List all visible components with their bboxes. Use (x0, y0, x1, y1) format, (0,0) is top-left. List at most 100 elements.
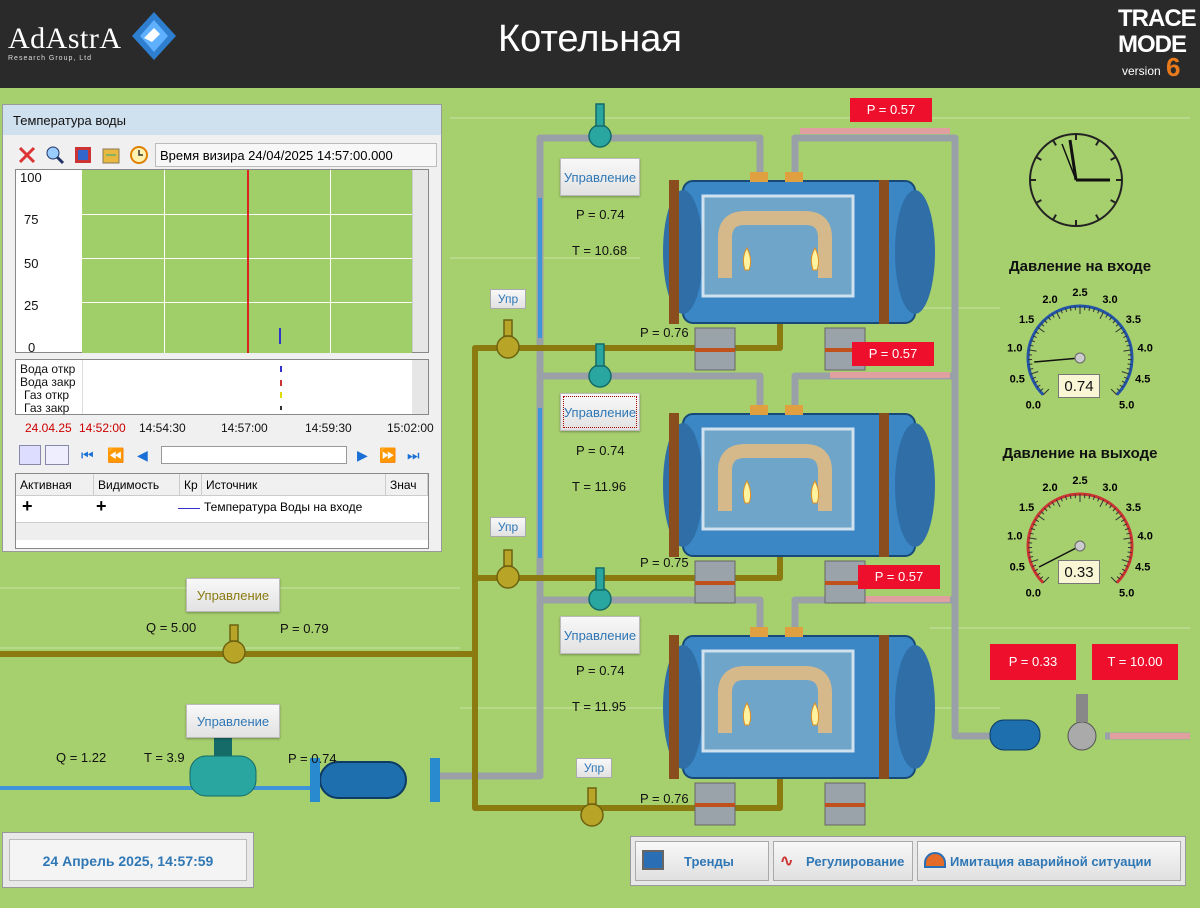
trend-plot-area[interactable] (82, 170, 412, 353)
gauge-label: 2.5 (1072, 475, 1087, 487)
source-cell: Температура Воды на входе (204, 500, 363, 514)
discrete-scrollbar[interactable] (412, 360, 428, 414)
column-header[interactable]: Активная (16, 474, 94, 496)
gauge-label: 4.0 (1138, 531, 1153, 543)
x-tick: 14:54:30 (139, 421, 186, 435)
boiler2-gas-pressure: P = 0.75 (640, 555, 689, 570)
gauge-needle (1038, 545, 1081, 568)
company-subtitle: Research Group, Ltd (8, 55, 92, 62)
reset-icon[interactable] (17, 145, 37, 165)
water-temperature: T = 3.9 (144, 750, 185, 765)
gauge-icon (924, 852, 946, 868)
fast-forward-icon[interactable]: ⏩ (379, 447, 397, 463)
trends-button[interactable]: Тренды (635, 841, 769, 881)
boiler3-alarm: P = 0.57 (858, 565, 940, 589)
column-header[interactable]: Знач (386, 474, 428, 496)
gauge-label: 5.0 (1119, 588, 1134, 600)
boiler-3 (663, 627, 935, 826)
gauge-label: 0.0 (1026, 400, 1041, 412)
boiler1-gas-pressure: P = 0.76 (640, 325, 689, 340)
gauge-label: 2.5 (1072, 287, 1087, 299)
y-tick: 25 (24, 298, 39, 313)
y-tick: 0 (28, 340, 36, 355)
datetime-display: 24 Апрель 2025, 14:57:59 (9, 839, 247, 881)
table-view-icon[interactable] (19, 445, 41, 465)
discrete-label: Газ закр (24, 401, 70, 415)
time-scrollbar[interactable] (161, 446, 347, 464)
active-cell[interactable]: + (22, 496, 33, 516)
boiler1-pressure: P = 0.74 (576, 207, 625, 222)
regulation-button[interactable]: ∿ Регулирование (773, 841, 913, 881)
boiler3-control-button[interactable]: Управление (560, 616, 640, 654)
gauge-label: 0.5 (1010, 561, 1025, 573)
discrete-label: Газ откр (24, 388, 70, 402)
outlet-gauge-title: Давление на выходе (1002, 445, 1158, 462)
boiler1-control-button[interactable]: Управление (560, 158, 640, 196)
y-tick: 100 (20, 170, 42, 185)
monitor-icon (642, 850, 664, 870)
properties-icon[interactable] (101, 145, 121, 165)
source-table[interactable]: Активная Видимость Кр Источник Знач + + … (15, 473, 429, 549)
gauge-label: 2.0 (1042, 294, 1057, 306)
gas-pressure: P = 0.79 (280, 621, 329, 636)
boiler1-temperature: T = 10.68 (572, 243, 628, 258)
gauge-label: 2.0 (1042, 482, 1057, 494)
boiler-1 (663, 172, 935, 371)
series-color-swatch (178, 508, 200, 509)
gas-flow: Q = 5.00 (146, 620, 197, 635)
gas-valve3-control-button[interactable]: Упр (576, 758, 612, 778)
zoom-icon[interactable] (45, 145, 65, 165)
company-logo: AdAstrA (8, 22, 122, 55)
boiler3-temperature: T = 11.95 (572, 699, 627, 714)
last-icon[interactable]: ⏭ (407, 447, 420, 463)
column-header[interactable]: Кр (180, 474, 202, 496)
horizontal-scrollbar[interactable] (16, 522, 428, 540)
water-pressure: P = 0.74 (288, 751, 337, 766)
gas-line-control-button[interactable]: Управление (186, 578, 280, 612)
trends-button-label: Тренды (684, 854, 734, 869)
trend-title: Температура воды (3, 105, 441, 135)
gas-valve1-control-button[interactable]: Упр (490, 289, 526, 309)
visible-cell[interactable]: + (96, 496, 107, 516)
boiler1-alarm: P = 0.57 (850, 98, 932, 122)
inlet-gauge-title: Давление на входе (1008, 258, 1152, 275)
column-header[interactable]: Видимость (94, 474, 180, 496)
discrete-signals: Вода откр Вода закр Газ откр Газ закр (15, 359, 429, 415)
list-view-icon[interactable] (45, 445, 69, 465)
bottom-toolbar: Тренды ∿ Регулирование Имитация аварийно… (630, 836, 1186, 886)
x-date: 24.04.25 (25, 421, 72, 435)
boiler-2 (663, 405, 935, 604)
boiler2-control-button[interactable]: Управление (560, 393, 640, 431)
trend-plot[interactable]: 100 75 50 25 0 (15, 169, 429, 355)
water-flow: Q = 1.22 (56, 750, 107, 765)
outlet-pressure-alarm: P = 0.33 (990, 644, 1076, 680)
gauge-label: 3.0 (1102, 294, 1117, 306)
back-icon[interactable]: ◀ (137, 447, 148, 463)
gauge-label: 4.5 (1135, 561, 1150, 573)
column-header[interactable]: Источник (202, 474, 386, 496)
brand-version: version (1122, 64, 1161, 78)
trend-window[interactable]: Температура воды Время визира 24/04/2025… (2, 104, 442, 552)
wave-icon: ∿ (780, 853, 794, 870)
cursor-time-field: Время визира 24/04/2025 14:57:00.000 (155, 143, 437, 167)
fast-back-icon[interactable]: ⏪ (107, 447, 125, 463)
x-tick: 14:57:00 (221, 421, 268, 435)
inlet-pressure-gauge: 0.00.51.01.52.02.53.03.54.04.55.0 (1007, 287, 1153, 412)
clock-icon[interactable] (129, 145, 149, 165)
vertical-scrollbar[interactable] (412, 170, 428, 352)
print-icon[interactable] (73, 145, 93, 165)
gauge-label: 5.0 (1119, 400, 1134, 412)
gauge-label: 3.5 (1126, 502, 1141, 514)
regulation-button-label: Регулирование (806, 854, 905, 869)
emergency-simulation-button[interactable]: Имитация аварийной ситуации (917, 841, 1181, 881)
y-tick: 50 (24, 256, 39, 271)
x-tick: 14:52:00 (79, 421, 126, 435)
first-icon[interactable]: ⏮ (81, 447, 94, 463)
forward-icon[interactable]: ▶ (357, 447, 368, 463)
cursor-line[interactable] (247, 170, 249, 353)
gauge-label: 1.5 (1019, 502, 1034, 514)
water-line-control-button[interactable]: Управление (186, 704, 280, 738)
gas-valve2-control-button[interactable]: Упр (490, 517, 526, 537)
gauge-label: 4.0 (1138, 343, 1153, 355)
time-axis: 24.04.25 14:52:00 14:54:30 14:57:00 14:5… (15, 419, 441, 437)
